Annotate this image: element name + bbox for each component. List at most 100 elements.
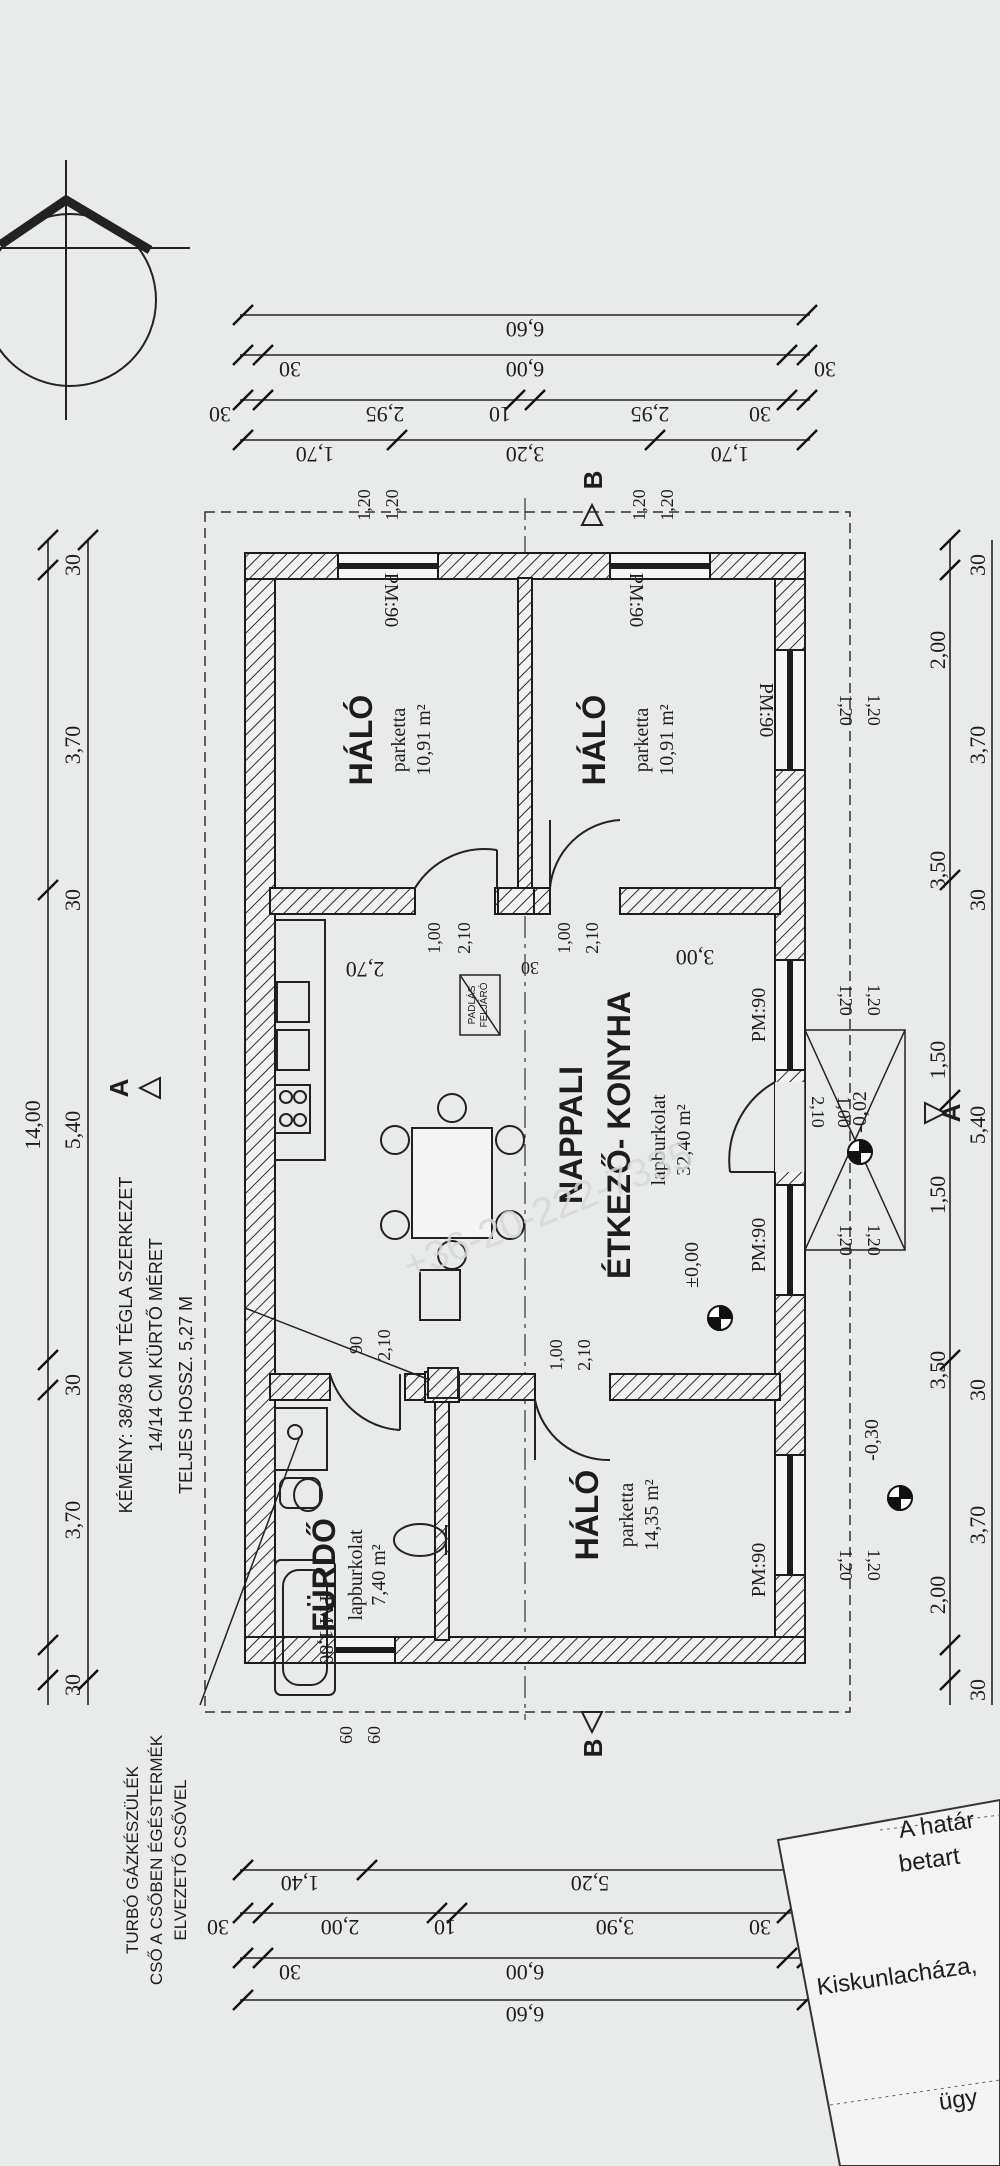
room-pm-halo-2: PM:90: [625, 573, 647, 627]
dim-total: 14,00: [20, 1100, 45, 1150]
dim-win-r1a: 1,20: [836, 694, 856, 726]
level-outside: -0,30: [861, 1419, 883, 1461]
dim-right-6: 1,50: [925, 1041, 950, 1080]
dim-right-12: 30: [965, 1679, 990, 1701]
dim-left-6: 3,70: [60, 1501, 85, 1540]
chimney-note-1: KÉMÉNY: 38/38 CM TÉGLA SZERKEZET: [116, 1177, 136, 1514]
room-name-etkezo-konyha: ÉTKEZŐ- KONYHA: [601, 991, 637, 1279]
dim-right-8: 3,50: [925, 1351, 950, 1390]
dim-bottom-3e: 30: [749, 1915, 771, 1940]
room-pm-halo-1: PM:90: [380, 573, 402, 627]
dining-table-icon: [380, 1093, 525, 1270]
section-label-b-top: B: [578, 471, 608, 490]
dim-bottom-4a: 1,40: [281, 1871, 320, 1896]
attic-label-2: FELJÁRÓ: [477, 982, 490, 1027]
room-floor-halo-3: parketta: [616, 1483, 638, 1548]
dim-right-4: 30: [965, 889, 990, 911]
dim-door-bath-b: 2,10: [374, 1329, 394, 1361]
dim-win-top-2a: 1,20: [629, 489, 649, 521]
dim-left-3: 30: [60, 889, 85, 911]
attic-label-1: PADLÁS: [465, 985, 478, 1024]
room-area-furdo: 7,40 m²: [368, 1544, 390, 1606]
dim-bottom-1: 6,60: [506, 2002, 545, 2027]
room-area-halo-1: 10,91 m²: [413, 704, 435, 776]
kitchen-counter: [274, 919, 461, 1321]
dim-left-4: 5,40: [60, 1111, 85, 1150]
dim-left-7: 30: [60, 1674, 85, 1696]
room-floor-nappali: lapburkolat: [648, 1094, 670, 1186]
dim-top-2a: 30: [279, 357, 301, 382]
pm-nappali-1: PM:90: [748, 988, 770, 1042]
dim-top-3d: 2,95: [631, 402, 670, 427]
bathroom-fixtures: [199, 1407, 447, 1706]
chimney-icon: [244, 1307, 459, 1399]
dim-top-4a: 1,70: [296, 442, 335, 467]
dim-win-r3b: 1,20: [864, 1224, 884, 1256]
room-name-halo-3: HÁLÓ: [569, 1470, 605, 1561]
dim-bottom-2b: 6,00: [506, 1960, 545, 1985]
dim-entry-door: 1,00: [834, 1096, 854, 1128]
room-floor-furdo: lapburkolat: [345, 1529, 367, 1621]
room-name-nappali: NAPPALI: [553, 1066, 589, 1204]
room-floor-halo-1: parketta: [388, 708, 410, 773]
dim-door-1b: 2,10: [454, 922, 474, 954]
dim-left-5: 30: [60, 1374, 85, 1396]
dim-win-r4a: 1,20: [836, 1549, 856, 1581]
boundary-outline: [204, 511, 851, 1713]
north-arrow-icon: [0, 160, 190, 420]
dim-top-3a: 30: [209, 402, 231, 427]
dim-win-r4b: 1,20: [864, 1549, 884, 1581]
room-area-nappali: 32,40 m²: [673, 1104, 695, 1176]
dim-top-2b: 6,00: [506, 357, 545, 382]
dim-win-r1b: 1,20: [864, 694, 884, 726]
dim-door-2b: 2,10: [582, 922, 602, 954]
section-label-b-bottom: B: [578, 1739, 608, 1758]
dim-top-3b: 2,95: [366, 402, 405, 427]
dim-win-r3a: 1,20: [836, 1224, 856, 1256]
stamp-line-4: ügy: [937, 2084, 979, 2116]
dim-win-top-2b: 1,20: [657, 489, 677, 521]
boiler-note-1: TURBÓ GÁZKÉSZÜLÉK: [123, 1765, 142, 1954]
dim-win-top-1b: 1,20: [382, 489, 402, 521]
dim-bottom-3d: 3,90: [596, 1915, 635, 1940]
level-entry: -0,02: [849, 1091, 871, 1133]
room-pm-furdo: PM:1,80: [315, 1595, 337, 1664]
dim-door-bath: 90: [346, 1336, 366, 1354]
dim-win-r2a: 1,20: [836, 984, 856, 1016]
dim-door-2: 1,00: [554, 922, 574, 954]
section-label-a-right: A: [936, 1103, 966, 1122]
dim-door-3b: 2,10: [574, 1339, 594, 1371]
windows: [334, 552, 806, 1664]
dimension-lines: [47, 314, 993, 2001]
room-name-halo-1: HÁLÓ: [343, 695, 379, 786]
chimney-note-3: TELJES HOSSZ. 5,27 M: [176, 1296, 196, 1494]
dim-left-2: 3,70: [60, 726, 85, 765]
dim-right-9: 30: [965, 1379, 990, 1401]
dim-win-bath-a: 60: [336, 1726, 356, 1744]
dim-top-4c: 1,70: [711, 442, 750, 467]
dim-left-1: 30: [60, 554, 85, 576]
dim-right-10: 3,70: [965, 1506, 990, 1545]
section-marker-icons: [137, 502, 948, 1735]
dim-door-1: 1,00: [424, 922, 444, 954]
chimney-note-2: 14/14 CM KÜRTŐ MÉRET: [145, 1238, 166, 1452]
dim-right-label: 5,40: [965, 1106, 990, 1145]
pm-nappali-2: PM:90: [748, 1218, 770, 1272]
dim-win-r2b: 1,20: [864, 984, 884, 1016]
dim-bottom-4b: 5,20: [571, 1871, 610, 1896]
dim-top-2c: 30: [814, 357, 836, 382]
dim-wall30: 30: [521, 958, 539, 978]
dim-entry-door-b: 2,10: [808, 1096, 828, 1128]
dim-top-3c: 10: [489, 402, 511, 427]
level-nappali: ±0,00: [681, 1242, 703, 1288]
dim-right-11: 2,00: [925, 1576, 950, 1615]
dim-top-1: 6,60: [506, 317, 545, 342]
dim-bottom-2a: 30: [279, 1960, 301, 1985]
room-floor-halo-2: parketta: [631, 708, 653, 773]
dim-bottom-3b: 2,00: [321, 1915, 360, 1940]
attic-hatch-icon: [459, 974, 501, 1036]
dim-right-1: 30: [965, 554, 990, 576]
door-swings: [329, 819, 776, 1462]
dim-bottom-3c: 10: [434, 1915, 456, 1940]
